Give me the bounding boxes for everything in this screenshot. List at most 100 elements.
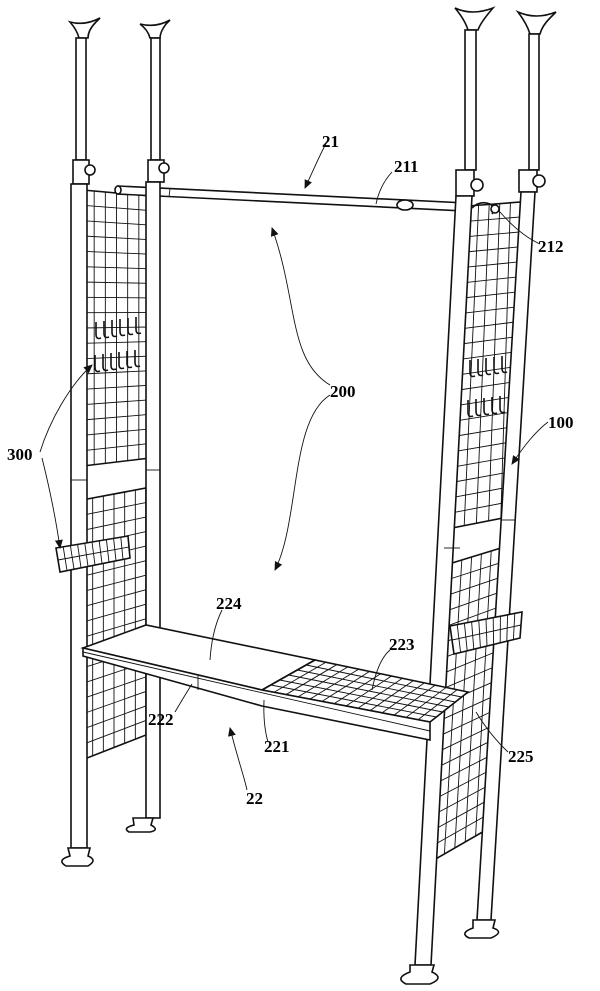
grid-wire [82,355,151,360]
grid-wire [461,336,518,345]
grid-wire [82,370,151,375]
grid-wire [464,261,520,268]
bar-end-hook [471,201,500,215]
grid-wire [81,589,147,608]
grid-wire [345,675,392,707]
grid-wire [82,399,151,406]
grid-wire [82,204,151,212]
grid-wire [462,306,519,314]
hook [485,358,492,376]
grid-wire [369,680,414,711]
grid-wire [82,428,151,436]
grid-wire [500,202,511,519]
grid-wire [459,366,517,376]
grid-wire [321,671,370,702]
grid-wire [82,384,151,390]
grid-wire [81,560,147,577]
grid-wire [82,341,151,344]
right-front-pole [464,10,557,939]
pole-joints [71,469,515,549]
grid-wire [443,559,463,855]
label-212: 212 [538,237,564,256]
grid-wire [463,205,480,526]
grid-wire [467,216,521,222]
hook [103,321,110,339]
label-223: 223 [389,635,415,654]
grid-wire [82,413,151,421]
grid-wire [81,502,147,516]
label-225: 225 [508,747,534,766]
grid-wire [417,689,458,721]
grid-wire [441,710,493,736]
grid-wire [393,684,436,716]
grid-wire [464,553,482,843]
arrows [39,139,549,791]
label-300: 300 [7,445,33,464]
label-224: 224 [216,594,242,613]
grid-wire [448,606,498,626]
hook [102,354,109,372]
left-lower-grid-panel [81,487,147,762]
hook [126,351,133,369]
grid-wire [438,755,491,783]
hook [118,352,125,370]
grid-wire [458,380,517,391]
leader-lines [174,171,541,753]
grid-wire [82,250,151,255]
grid-wire [81,574,147,593]
grid-wire [57,546,130,561]
grid-wire [81,676,147,700]
grid-wire [466,231,521,238]
grid-wire [333,673,381,705]
label-200: 200 [330,382,356,401]
grid-wire [82,296,151,299]
grid-wire [445,651,496,673]
grid-wire [444,666,495,689]
hook [477,359,484,377]
grid-wire [436,785,489,814]
grid-wire [81,603,147,623]
hook [499,396,506,414]
grid-wire [405,687,447,718]
right-back-pole [400,6,496,985]
grid-wire [461,321,519,330]
label-222: 222 [148,710,174,729]
hook [469,360,476,378]
grid-wire [435,799,488,830]
grid-wire [82,281,151,284]
grid-wire [381,682,425,714]
grid-wire [450,562,501,580]
grid-wire [454,556,473,849]
hook [493,357,500,375]
hook [135,317,142,335]
grid-wire [460,351,518,360]
right-hooks [467,356,508,418]
hook [110,353,117,371]
hook [475,399,482,417]
grid-wire [81,690,147,715]
grid-wire [475,204,490,524]
hook [111,320,118,338]
grid-wire [357,677,403,709]
hook [94,355,101,373]
grid-wire [464,276,520,284]
grid-wire [434,814,488,845]
grid-wire [465,246,520,253]
grid-wire [82,220,151,226]
label-211: 211 [394,157,419,176]
left-basket [55,535,131,573]
hook [134,350,141,368]
label-21: 21 [322,132,339,151]
grid-wire [273,661,327,693]
hook [119,319,126,337]
grid-wire [82,235,151,241]
hook [501,356,508,374]
label-221: 221 [264,737,290,756]
left-hooks [94,317,142,373]
grid-wire [437,770,490,798]
reference-numerals: 21 211 212 200 100 300 224 223 222 221 2… [7,132,574,808]
left-back-pole [61,17,101,867]
grid-wire [297,666,349,698]
